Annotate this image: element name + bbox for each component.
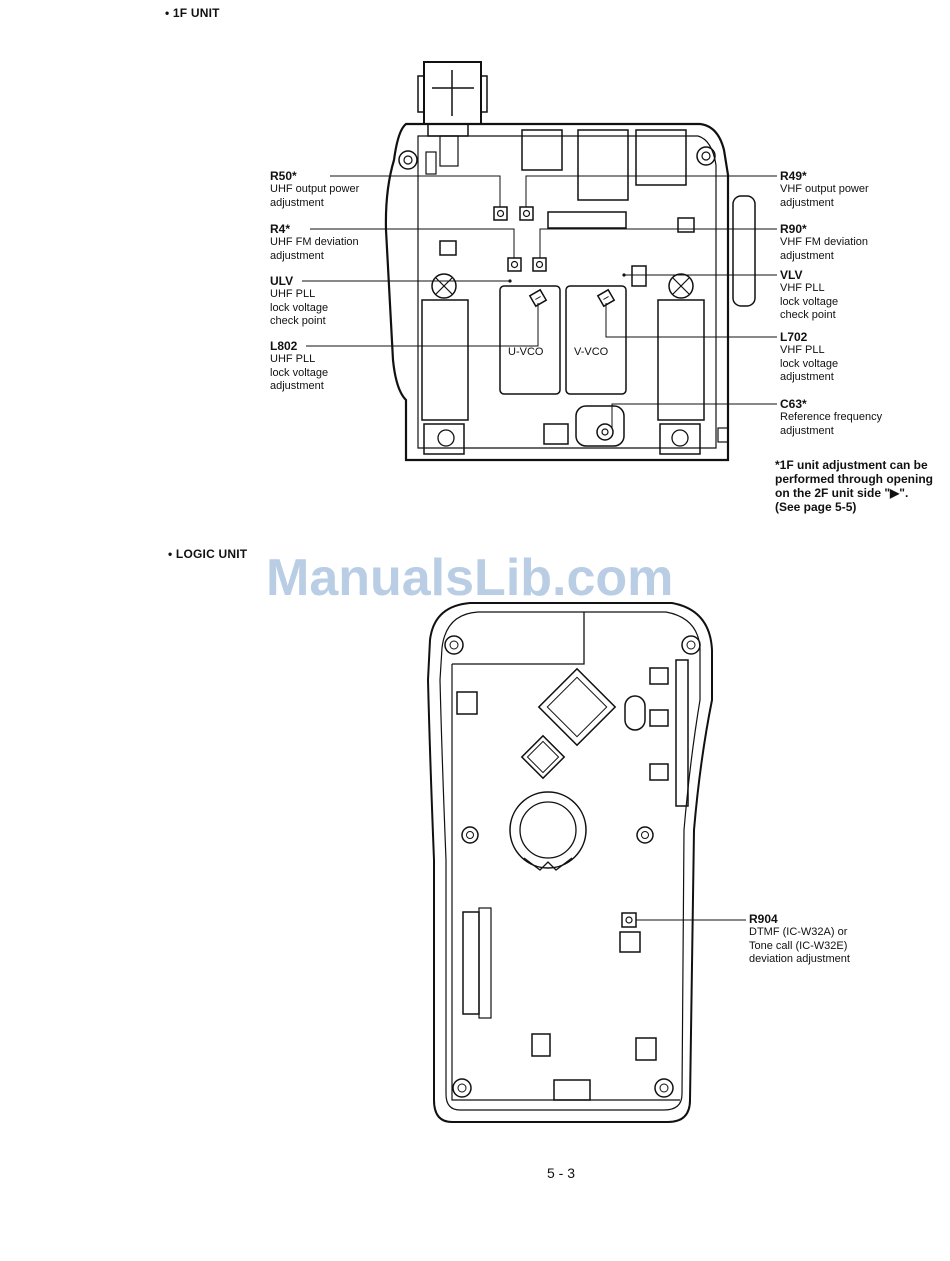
callout-desc: UHF FM deviation adjustment xyxy=(270,236,359,262)
callout-l702: L702 VHF PLL lock voltage adjustment xyxy=(780,330,838,385)
callout-id: R49* xyxy=(780,169,807,183)
callout-id: VLV xyxy=(780,268,803,282)
r50-trimmer xyxy=(493,206,508,221)
callout-id: R50* xyxy=(270,169,297,183)
callout-r50: R50* UHF output power adjustment xyxy=(270,169,359,210)
callout-ulv: ULV UHF PLL lock voltage check point xyxy=(270,274,328,329)
1f-board-outline xyxy=(384,122,730,462)
r49-trimmer xyxy=(519,206,534,221)
r904-trimmer xyxy=(621,912,637,928)
v-vco-shield xyxy=(565,285,627,395)
callout-r4: R4* UHF FM deviation adjustment xyxy=(270,222,359,263)
callout-desc: UHF output power adjustment xyxy=(270,183,360,209)
callout-id: ULV xyxy=(270,274,294,288)
callout-vlv: VLV VHF PLL lock voltage check point xyxy=(780,268,838,323)
speaker-ring xyxy=(509,791,587,869)
callout-id: C63* xyxy=(780,397,807,411)
callout-desc: VHF FM deviation adjustment xyxy=(780,236,869,262)
callout-r90: R90* VHF FM deviation adjustment xyxy=(780,222,868,263)
1f-unit-diagram xyxy=(302,61,777,462)
v-vco-label: V-VCO xyxy=(574,346,609,358)
callout-desc: DTMF (IC-W32A) or Tone call (IC-W32E) de… xyxy=(749,926,850,965)
callout-c63: C63* Reference frequency adjustment xyxy=(780,397,882,438)
callout-desc: UHF PLL lock voltage check point xyxy=(270,288,329,327)
r90-trimmer xyxy=(532,257,547,272)
callout-r49: R49* VHF output power adjustment xyxy=(780,169,869,210)
callout-id: R90* xyxy=(780,222,807,236)
footnote-1f-adjustment: *1F unit adjustment can be performed thr… xyxy=(775,458,933,514)
watermark: ManualsLib.com xyxy=(266,549,674,607)
c63-trimcap xyxy=(596,423,614,441)
u-vco-shield xyxy=(499,285,561,395)
callout-id: R4* xyxy=(270,222,291,236)
callout-r904: R904 DTMF (IC-W32A) or Tone call (IC-W32… xyxy=(749,912,850,967)
logic-board-outline xyxy=(426,602,713,1123)
callout-desc: Reference frequency adjustment xyxy=(780,411,883,437)
callout-desc: VHF PLL lock voltage check point xyxy=(780,282,839,321)
callout-id: R904 xyxy=(749,912,778,926)
u-vco-label: U-VCO xyxy=(508,346,544,358)
page-number: 5 - 3 xyxy=(547,1165,576,1181)
callout-id: L702 xyxy=(780,330,808,344)
r4-trimmer xyxy=(507,257,522,272)
section-title-logic-unit: • LOGIC UNIT xyxy=(168,547,248,561)
callout-id: L802 xyxy=(270,339,298,353)
callout-desc: UHF PLL lock voltage adjustment xyxy=(270,353,329,392)
callout-l802: L802 UHF PLL lock voltage adjustment xyxy=(270,339,328,394)
section-title-1f-unit: • 1F UNIT xyxy=(165,6,220,20)
callout-desc: VHF output power adjustment xyxy=(780,183,869,209)
logic-unit-diagram xyxy=(426,602,746,1123)
callout-desc: VHF PLL lock voltage adjustment xyxy=(780,344,839,383)
